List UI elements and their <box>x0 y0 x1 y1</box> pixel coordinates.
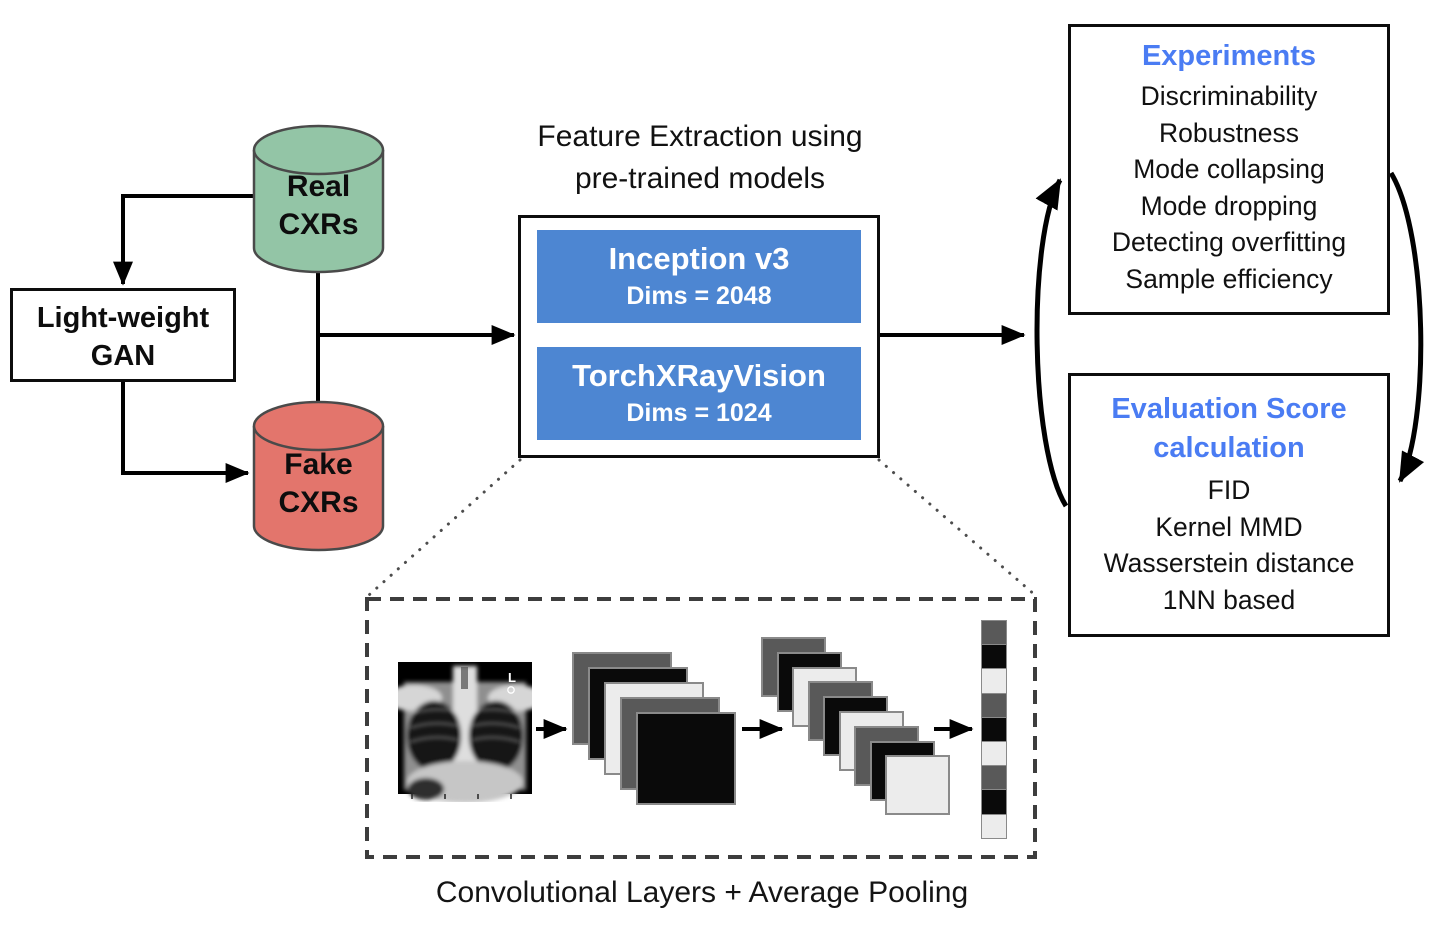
model-torchxrayvision-dims: Dims = 1024 <box>626 399 772 427</box>
feature-map-layer <box>636 712 736 805</box>
database-cylinder-icon <box>252 124 385 274</box>
zoom-callout-left-dotted <box>367 458 522 597</box>
experiments-title: Experiments <box>1141 40 1317 72</box>
list-item: Wasserstein distance <box>1103 548 1355 578</box>
real-cxrs-node: Real CXRs <box>252 124 385 274</box>
list-item: Mode dropping <box>1140 190 1318 221</box>
feature-vector-cell <box>981 716 1007 743</box>
evaluation-panel: Evaluation Score calculation FID Kernel M… <box>1068 373 1390 637</box>
feature-vector-cell <box>981 741 1007 767</box>
feature-vector-cell <box>981 692 1007 719</box>
feature-vector-cell <box>981 813 1007 840</box>
arrow-gan-to-fake <box>121 382 250 483</box>
model-torchxrayvision-box: TorchXRayVision Dims = 1024 <box>537 347 861 440</box>
feature-vector-cell <box>981 644 1007 670</box>
gan-node: Light-weight GAN <box>10 288 236 382</box>
list-item: Discriminability <box>1140 81 1318 111</box>
feature-vector-cell <box>981 789 1007 816</box>
cycle-arc-down-to-evaluation <box>1388 171 1425 483</box>
cycle-arc-up-to-experiments <box>1034 178 1069 508</box>
list-item: Detecting overfitting <box>1111 227 1347 257</box>
database-cylinder-icon <box>252 400 385 552</box>
feature-vector-cell <box>981 620 1007 646</box>
model-inception-name: Inception v3 <box>608 241 790 276</box>
real-cxrs-label-line2: CXRs <box>278 208 359 241</box>
list-item: FID <box>1207 475 1251 505</box>
feature-extraction-title-line1: Feature Extraction using <box>537 120 863 153</box>
list-item: Sample efficiency <box>1125 263 1333 294</box>
gan-label-line1: Light-weight <box>36 302 210 334</box>
list-item: Kernel MMD <box>1155 511 1303 542</box>
fake-cxrs-label-line1: Fake <box>284 448 353 481</box>
feature-extraction-title: Feature Extraction using pre-trained mod… <box>480 116 920 200</box>
evaluation-title-line2: calculation <box>1153 432 1305 464</box>
feature-map-layer <box>885 755 950 816</box>
xray-side-marker: L <box>508 670 516 685</box>
cnn-inset: L <box>365 597 1039 861</box>
feature-extraction-node: Inception v3 Dims = 2048 TorchXRayVision… <box>518 215 880 458</box>
evaluation-list: FID Kernel MMD Wasserstein distance 1NN bas… <box>1071 472 1387 618</box>
evaluation-title: Evaluation Score calculation <box>1071 390 1387 468</box>
xray-axis-ticks <box>411 794 512 799</box>
gan-label-line2: GAN <box>90 340 156 372</box>
arrow-real-to-gan <box>113 194 253 286</box>
fake-cxrs-label-line2: CXRs <box>278 486 359 519</box>
fake-cxrs-label: Fake CXRs <box>252 400 385 522</box>
chest-xray-image: L <box>398 662 532 802</box>
model-inception-box: Inception v3 Dims = 2048 <box>537 230 861 323</box>
list-item: Robustness <box>1159 117 1299 148</box>
list-item: 1NN based <box>1162 584 1296 615</box>
inset-caption: Convolutional Layers + Average Pooling <box>435 876 969 909</box>
zoom-callout-right-dotted <box>877 458 1037 597</box>
real-cxrs-label-line1: Real <box>286 170 351 203</box>
model-inception-dims: Dims = 2048 <box>626 282 772 310</box>
feature-vector-cell <box>981 765 1007 791</box>
feature-vector-cell <box>981 668 1007 695</box>
model-torchxrayvision-name: TorchXRayVision <box>572 358 826 393</box>
real-cxrs-label: Real CXRs <box>252 124 385 244</box>
fake-cxrs-node: Fake CXRs <box>252 400 385 552</box>
feature-extraction-title-line2: pre-trained models <box>574 162 826 195</box>
list-item: Mode collapsing <box>1133 154 1325 184</box>
evaluation-title-line1: Evaluation Score <box>1111 393 1347 425</box>
